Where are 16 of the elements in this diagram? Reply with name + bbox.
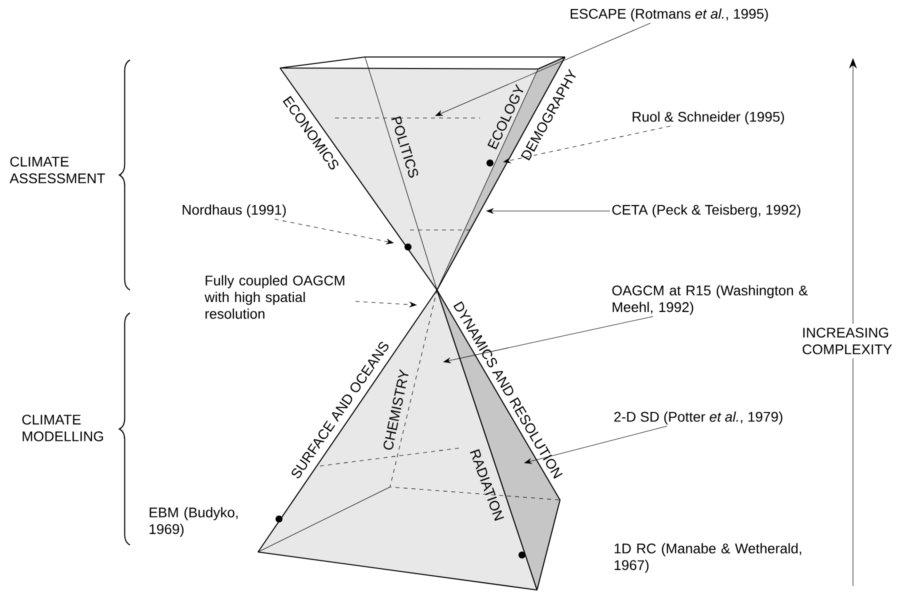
callout-text: ESCAPE (Rotmans et al., 1995) [570,8,768,22]
callout-text: OAGCM at R15 (Washington & Meehl, 1992) [612,285,808,315]
callout-text: 2-D SD (Potter et al., 1979) [614,411,782,425]
leader-line [274,218,394,244]
section-label: CLIMATE MODELLING [22,414,103,442]
callout-text: Nordhaus (1991) [182,204,286,218]
axis-label: INCREASING COMPLEXITY [798,324,906,358]
callout-text: CETA (Peck & Teisberg, 1992) [612,204,800,218]
leader-line [443,316,654,364]
leader-line [503,126,671,164]
leader-line [524,426,668,464]
model-label: 1D RC (Manabe & Wetherald, 1967) [614,543,802,573]
model-label: EBM (Budyko, 1969) [150,507,238,537]
callout-text: Ruol & Schneider (1995) [632,111,784,125]
leader-line [435,22,651,116]
section-label: CLIMATE ASSESSMENT [10,156,105,184]
